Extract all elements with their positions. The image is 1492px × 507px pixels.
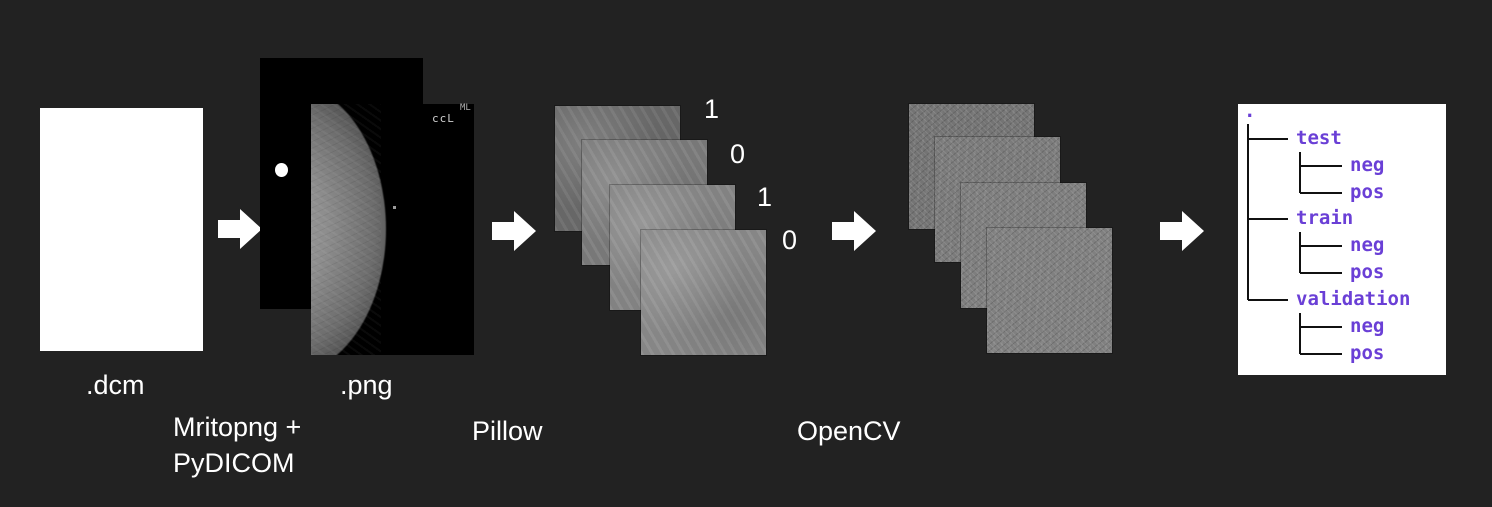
patch-image [641, 230, 766, 355]
enhanced-patch-image [987, 228, 1112, 353]
dcm-label: .dcm [86, 370, 145, 400]
tree-connector-lines [1247, 124, 1342, 355]
patch-label: 1 [704, 94, 720, 124]
tree-folder-test: test [1296, 127, 1342, 149]
tree-folder-test-pos: pos [1350, 181, 1385, 203]
view-marker-small-text: ML [460, 103, 471, 113]
directory-tree: . test neg pos train neg pos validation … [1238, 100, 1446, 375]
tree-folder-test-neg: neg [1350, 154, 1385, 176]
patch-label: 1 [757, 182, 773, 212]
png-label: .png [340, 370, 393, 400]
tree-folder-validation-pos: pos [1350, 342, 1385, 364]
tree-folder-train: train [1296, 207, 1354, 229]
arrow-right-icon [832, 211, 876, 251]
tool-mritopng-label: Mritopng + [173, 412, 302, 442]
mammogram-image [311, 104, 474, 355]
patch-label: 0 [782, 225, 798, 255]
tool-pydicom-label: PyDICOM [173, 448, 295, 478]
tool-opencv-label: OpenCV [797, 416, 901, 446]
nipple-marker [393, 206, 396, 209]
dcm-file-card [40, 108, 203, 351]
mask-region [275, 163, 288, 177]
arrow-right-icon [492, 211, 536, 251]
tree-folder-validation: validation [1296, 288, 1411, 310]
breast-texture [311, 104, 381, 355]
tool-pillow-label: Pillow [472, 416, 543, 446]
arrow-right-icon [1160, 211, 1204, 251]
patch-label: 0 [730, 139, 746, 169]
arrow-right-icon [218, 209, 262, 249]
tree-folder-train-neg: neg [1350, 234, 1385, 256]
view-marker-text: ccL [432, 112, 455, 125]
tree-folder-train-pos: pos [1350, 261, 1385, 283]
tree-folder-validation-neg: neg [1350, 315, 1385, 337]
tree-root: . [1244, 100, 1256, 122]
